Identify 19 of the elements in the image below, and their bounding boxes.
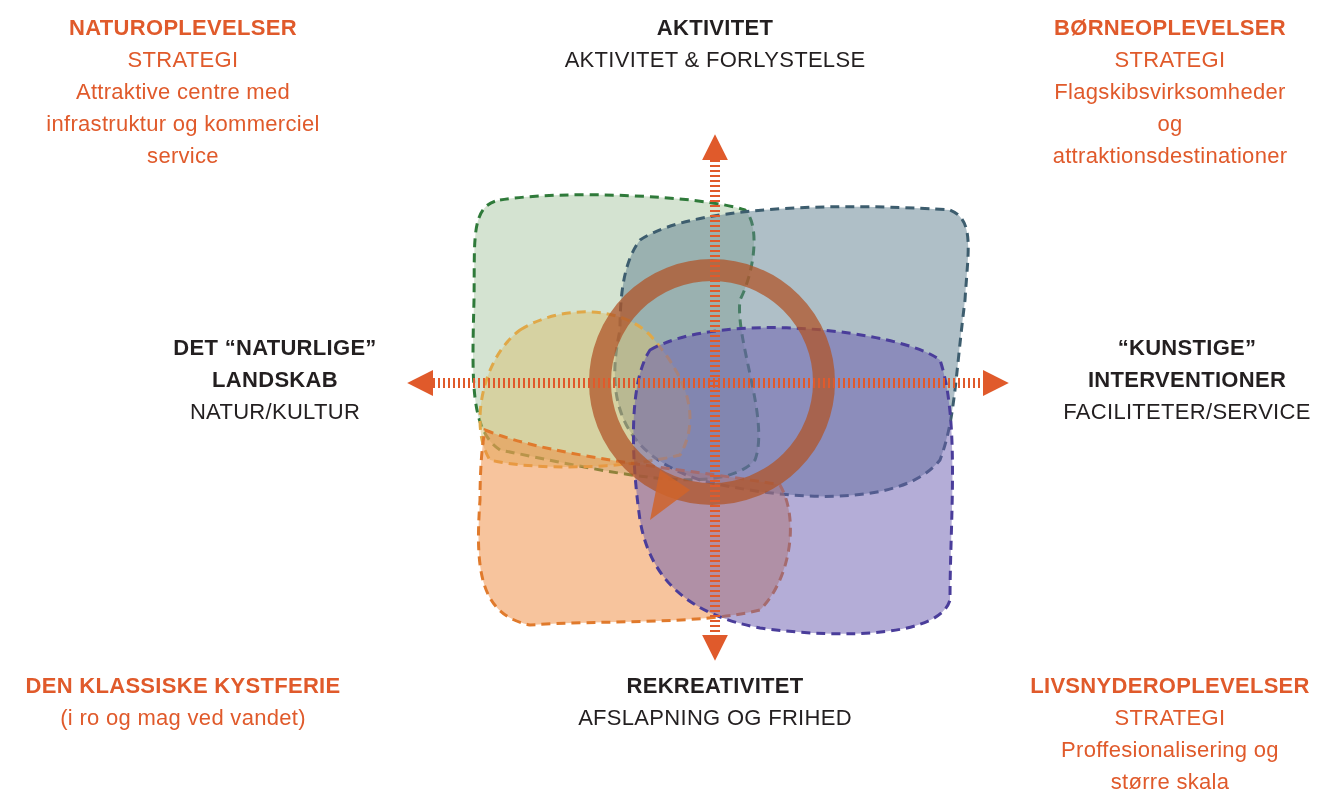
- description: AFSLAPNING OG FRIHED: [578, 704, 852, 732]
- heading: AKTIVITET: [656, 14, 774, 42]
- heading: LIVSNYDEROPLEVELSER: [1030, 672, 1310, 700]
- description: AKTIVITET & FORLYSTELSE: [564, 46, 866, 74]
- description: STRATEGI: [1114, 704, 1226, 732]
- description: FACILITETER/SERVICE: [1063, 398, 1311, 426]
- heading: NATUROPLEVELSER: [69, 14, 297, 42]
- heading: REKREATIVITET: [626, 672, 804, 700]
- description: STRATEGI: [1114, 46, 1226, 74]
- heading: BØRNEOPLEVELSER: [1054, 14, 1286, 42]
- description: Proffesionalisering og større skala: [1060, 736, 1280, 795]
- description: Attraktive centre med infrastruktur og kommerciel service: [45, 78, 321, 170]
- description: (i ro og mag ved vandet): [60, 704, 306, 732]
- description: Flagskibsvirksomheder og attraktionsdestinationer: [1052, 78, 1288, 170]
- heading: “KUNSTIGE” INTERVENTIONER: [1086, 334, 1288, 394]
- heading: DET “NATURLIGE” LANDSKAB: [172, 334, 378, 394]
- heading: DEN KLASSISKE KYSTFERIE: [25, 672, 341, 700]
- description: NATUR/KULTUR: [189, 398, 361, 426]
- description: STRATEGI: [127, 46, 239, 74]
